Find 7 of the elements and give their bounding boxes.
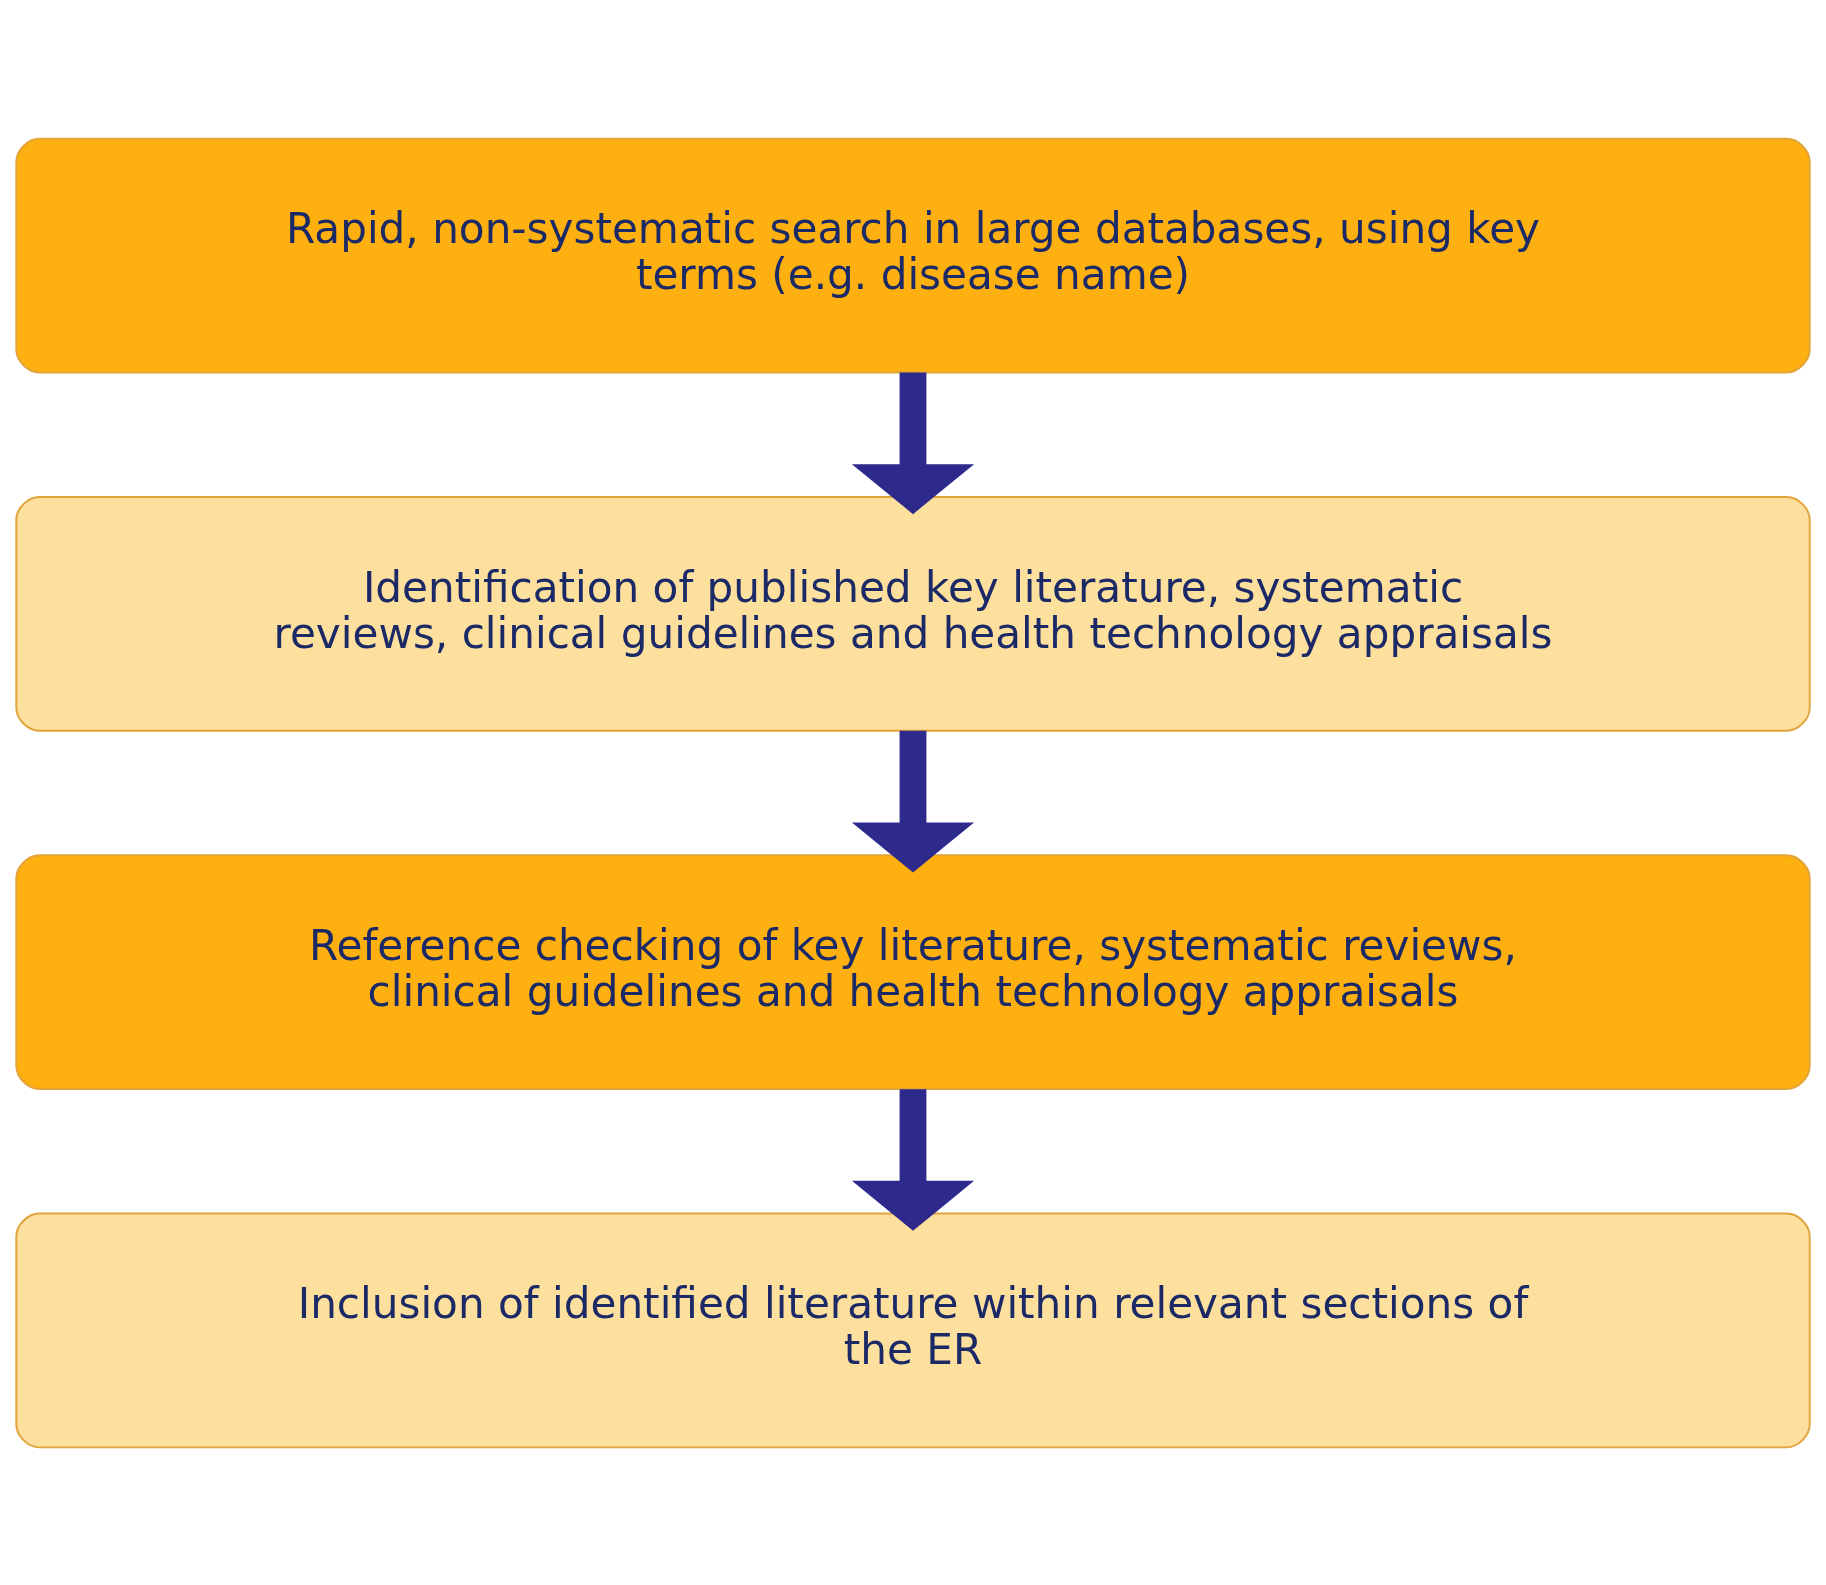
arrow [851,730,975,872]
arrow [851,372,975,514]
node-box: Identification of published key literature, systematic reviews, clinical guidelines and health technology appraisals [15,495,1811,732]
node-box: Rapid, non-systematic search in large databases, using key terms (e.g. disease name) [15,137,1811,373]
arrow [851,1088,975,1231]
node-box: Inclusion of identified literature within relevant sections of the ER [15,1212,1811,1448]
node-box: Reference checking of key literature, systematic reviews, clinical guidelines and health technology appraisals [15,853,1811,1090]
